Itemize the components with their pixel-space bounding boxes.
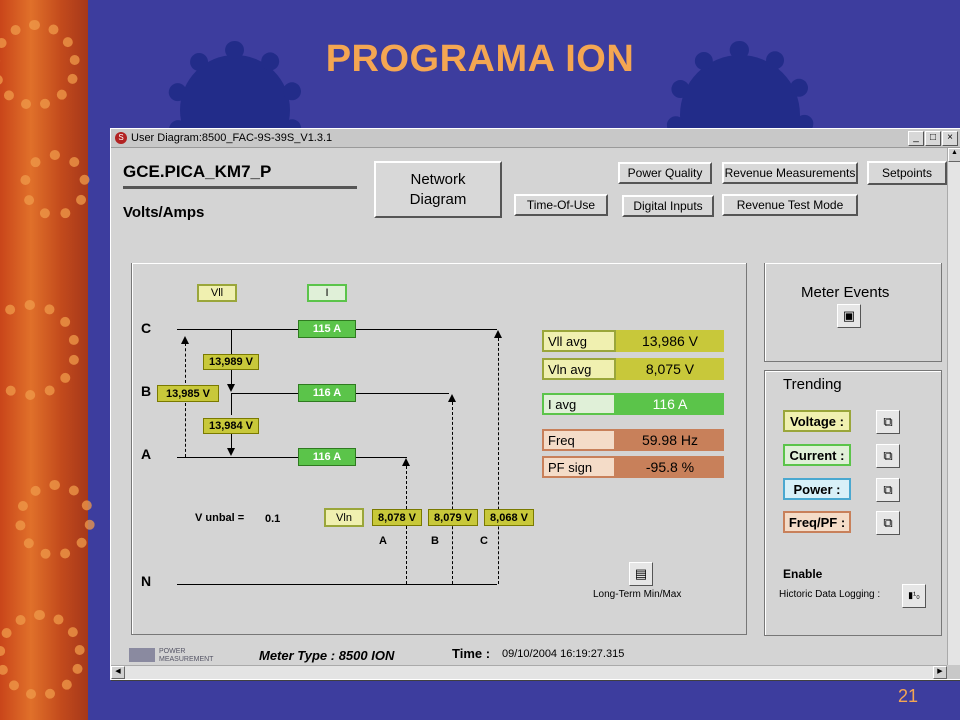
vln-phase-a: A <box>379 535 387 547</box>
i-avg-row: I avg 116 A <box>542 393 724 415</box>
vll-avg-row: Vll avg 13,986 V <box>542 330 724 352</box>
trending-panel <box>764 370 942 636</box>
power-measurement-logo: POWER MEASUREMENT <box>159 648 214 663</box>
diagram-content: GCE.PICA_KM7_P Volts/Amps Network Diagra… <box>111 148 947 665</box>
bus-line-a <box>177 457 407 458</box>
app-icon: S <box>115 132 127 144</box>
v-unbal-label: V unbal = <box>195 512 245 524</box>
vln-b-value: 8,079 V <box>428 509 478 526</box>
current-b: 116 A <box>298 384 356 402</box>
time-of-use-button[interactable]: Time-Of-Use <box>514 194 608 216</box>
vln-phase-c: C <box>480 535 488 547</box>
diagram-panel <box>131 263 747 635</box>
meter-events-panel <box>764 263 942 362</box>
bus-line-n <box>177 584 497 585</box>
historic-logging-toggle[interactable]: ▮¹₀ <box>902 584 926 608</box>
phase-a-label: A <box>141 446 152 462</box>
enable-label: Enable <box>783 567 823 581</box>
trending-title: Trending <box>783 376 842 393</box>
pf-sign-row: PF sign -95.8 % <box>542 456 724 478</box>
i-avg-value: 116 A <box>616 393 724 415</box>
voltage-trend-icon[interactable]: ⧉ <box>876 410 900 434</box>
close-button[interactable]: × <box>942 130 958 146</box>
gear-icon <box>0 300 80 400</box>
trend-freq-pf: Freq/PF : <box>783 511 851 533</box>
scroll-right-icon[interactable]: ▶ <box>933 666 947 679</box>
vln-c-value: 8,068 V <box>484 509 534 526</box>
setpoints-button[interactable]: Setpoints <box>867 161 947 185</box>
vln-avg-row: Vln avg 8,075 V <box>542 358 724 380</box>
v-unbal-value: 0.1 <box>265 513 281 525</box>
horizontal-scrollbar[interactable]: ◀ ▶ <box>111 665 947 679</box>
phase-c-label: C <box>141 320 152 336</box>
vln-phase-b: B <box>431 535 439 547</box>
decorative-gear-strip <box>0 0 95 720</box>
historic-logging-label: Hictoric Data Logging : <box>779 589 881 600</box>
current-a: 116 A <box>298 448 356 466</box>
vll-ba-value: 13,984 V <box>203 418 259 434</box>
pf-sign-value: -95.8 % <box>616 456 724 478</box>
revenue-measurements-button[interactable]: Revenue Measurements <box>722 162 858 184</box>
gear-icon <box>0 20 80 110</box>
site-name: GCE.PICA_KM7_P <box>123 162 272 181</box>
vll-cb-value: 13,989 V <box>203 354 259 370</box>
power-measurement-logo-icon <box>129 648 155 662</box>
time-value: 09/10/2004 16:19:27.315 <box>502 648 625 660</box>
scroll-up-icon[interactable]: ▲ <box>948 148 960 162</box>
gear-icon <box>20 150 90 220</box>
vertical-scrollbar[interactable]: ▲ <box>947 148 960 665</box>
page-name: Volts/Amps <box>123 204 205 221</box>
trend-power: Power : <box>783 478 851 500</box>
digital-inputs-button[interactable]: Digital Inputs <box>622 195 714 217</box>
gear-icon <box>15 480 95 560</box>
time-label: Time : <box>452 646 491 661</box>
current-trend-icon[interactable]: ⧉ <box>876 444 900 468</box>
scroll-left-icon[interactable]: ◀ <box>111 666 125 679</box>
vll-avg-value: 13,986 V <box>616 330 724 352</box>
phase-n-label: N <box>141 573 152 589</box>
freq-value: 59.98 Hz <box>616 429 724 451</box>
vll-b-value: 13,985 V <box>157 385 219 402</box>
maximize-button[interactable]: □ <box>925 130 941 146</box>
minimize-button[interactable]: _ <box>908 130 924 146</box>
freq-pf-trend-icon[interactable]: ⧉ <box>876 511 900 535</box>
legend-i: I <box>307 284 347 302</box>
window-titlebar[interactable]: S User Diagram:8500_FAC-9S-39S_V1.3.1 _ … <box>111 129 960 148</box>
power-trend-icon[interactable]: ⧉ <box>876 478 900 502</box>
site-underline <box>123 186 357 189</box>
vln-a-value: 8,078 V <box>372 509 422 526</box>
window-title: User Diagram:8500_FAC-9S-39S_V1.3.1 <box>131 132 333 144</box>
meter-type: Meter Type : 8500 ION <box>259 648 395 663</box>
power-quality-button[interactable]: Power Quality <box>618 162 712 184</box>
trend-current: Current : <box>783 444 851 466</box>
gear-icon <box>0 610 85 700</box>
ion-window: S User Diagram:8500_FAC-9S-39S_V1.3.1 _ … <box>110 128 960 680</box>
trend-voltage: Voltage : <box>783 410 851 432</box>
phase-b-label: B <box>141 383 152 399</box>
freq-row: Freq 59.98 Hz <box>542 429 724 451</box>
revenue-test-mode-button[interactable]: Revenue Test Mode <box>722 194 858 216</box>
longterm-minmax-icon[interactable]: ▤ <box>629 562 653 586</box>
vln-avg-value: 8,075 V <box>616 358 724 380</box>
meter-events-icon[interactable]: ▣ <box>837 304 861 328</box>
longterm-minmax-label: Long-Term Min/Max <box>593 589 682 600</box>
legend-vll: Vll <box>197 284 237 302</box>
vln-legend: Vln <box>324 508 364 527</box>
slide-page-number: 21 <box>897 686 918 706</box>
meter-events-title: Meter Events <box>801 284 890 301</box>
slide-title: PROGRAMA ION <box>325 38 635 80</box>
current-c: 115 A <box>298 320 356 338</box>
network-diagram-button[interactable]: Network Diagram <box>374 161 502 218</box>
